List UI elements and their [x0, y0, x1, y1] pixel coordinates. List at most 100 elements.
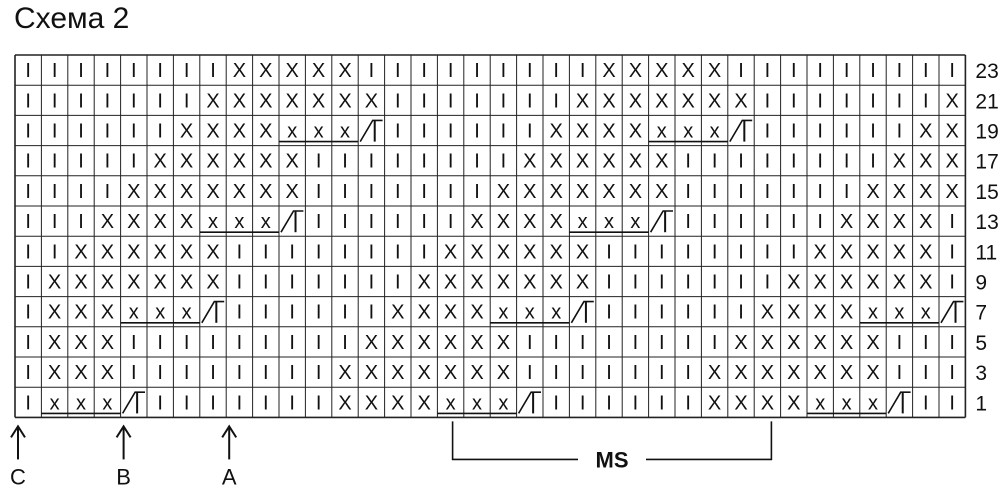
knit-stitch: X	[919, 151, 932, 173]
knit-stitch: X	[127, 272, 140, 294]
row-number: 17	[975, 151, 998, 174]
knit-stitch: X	[893, 211, 906, 233]
purl-stitch: I	[237, 272, 243, 294]
arrow-head-icon	[221, 424, 238, 438]
purl-stitch: I	[395, 60, 401, 82]
purl-stitch: I	[791, 151, 797, 173]
purl-stitch: I	[131, 121, 137, 143]
purl-stitch: I	[289, 241, 295, 263]
knit-stitch: X	[259, 60, 272, 82]
purl-stitch: I	[501, 121, 507, 143]
purl-stitch: I	[474, 151, 480, 173]
knit-stitch: X	[602, 151, 615, 173]
knit-stitch: X	[259, 121, 272, 143]
purl-stitch: I	[685, 392, 691, 414]
chart-grid	[14, 54, 967, 419]
purl-stitch: I	[765, 211, 771, 233]
purl-stitch: I	[501, 60, 507, 82]
knit-stitch: X	[497, 332, 510, 354]
purl-stitch: I	[210, 332, 216, 354]
purl-stitch: I	[633, 241, 639, 263]
knit-stitch: X	[444, 362, 457, 384]
purl-stitch: I	[369, 272, 375, 294]
purl-stitch: I	[25, 121, 31, 143]
knit-stitch: X	[576, 272, 589, 294]
cross-slant-line	[570, 300, 594, 324]
knit-stitch: X	[365, 332, 378, 354]
purl-stitch: I	[738, 181, 744, 203]
knit-stitch: X	[206, 90, 219, 112]
knit-stitch: X	[233, 60, 246, 82]
purl-stitch: I	[474, 121, 480, 143]
marker-label: B	[116, 464, 131, 489]
knit-stitch: X	[180, 241, 193, 263]
knit-stitch: X	[497, 211, 510, 233]
knit-stitch: X	[602, 121, 615, 143]
purl-stitch: I	[685, 332, 691, 354]
knit-stitch: X	[338, 392, 351, 414]
knit-stitch: X	[206, 272, 219, 294]
knit-stitch: X	[866, 332, 879, 354]
purl-stitch: I	[791, 241, 797, 263]
arrow-head-icon	[115, 424, 132, 438]
purl-stitch: I	[448, 121, 454, 143]
knit-stitch: X	[101, 241, 114, 263]
knit-stitch: X	[259, 90, 272, 112]
knit-stitch: X	[523, 181, 536, 203]
purl-stitch: I	[949, 392, 955, 414]
purl-stitch: I	[184, 332, 190, 354]
purl-stitch: I	[527, 332, 533, 354]
knit-stitch: X	[550, 211, 563, 233]
purl-stitch: I	[659, 302, 665, 324]
purl-stitch: I	[685, 362, 691, 384]
purl-stitch: I	[184, 60, 190, 82]
purl-stitch: I	[712, 181, 718, 203]
knit-stitch: X	[391, 302, 404, 324]
purl-stitch: I	[316, 211, 322, 233]
purl-stitch: I	[184, 362, 190, 384]
purl-stitch: I	[738, 151, 744, 173]
purl-stitch: I	[316, 362, 322, 384]
knit-stitch: X	[787, 332, 800, 354]
purl-stitch: I	[817, 121, 823, 143]
purl-stitch: I	[448, 151, 454, 173]
knit-stitch: X	[708, 392, 721, 414]
purl-stitch: I	[791, 60, 797, 82]
cross-stitch: x	[683, 121, 693, 143]
knit-stitch: X	[74, 241, 87, 263]
purl-stitch: I	[184, 90, 190, 112]
purl-stitch: I	[131, 60, 137, 82]
knit-stitch: X	[734, 392, 747, 414]
knit-stitch: X	[576, 181, 589, 203]
purl-stitch: I	[316, 332, 322, 354]
cross-stitch: x	[525, 302, 535, 324]
knit-stitch: X	[180, 151, 193, 173]
purl-stitch: I	[237, 241, 243, 263]
knit-stitch: X	[127, 211, 140, 233]
cross-stitch: x	[868, 392, 878, 414]
purl-stitch: I	[553, 60, 559, 82]
purl-stitch: I	[25, 362, 31, 384]
purl-stitch: I	[316, 302, 322, 324]
purl-stitch: I	[870, 60, 876, 82]
knit-stitch: X	[893, 241, 906, 263]
cross-stitch: x	[604, 211, 614, 233]
cross-stitch: x	[261, 211, 271, 233]
knit-stitch: X	[840, 211, 853, 233]
knit-stitch: X	[550, 272, 563, 294]
purl-stitch: I	[25, 332, 31, 354]
purl-stitch: I	[316, 181, 322, 203]
knit-stitch: X	[840, 332, 853, 354]
marker-label: C	[10, 464, 26, 489]
cross-slant-line	[201, 300, 225, 324]
knit-stitch: X	[259, 181, 272, 203]
purl-stitch: I	[870, 121, 876, 143]
knit-stitch: X	[602, 90, 615, 112]
knit-stitch: X	[629, 90, 642, 112]
purl-stitch: I	[105, 181, 111, 203]
purl-stitch: I	[580, 362, 586, 384]
knit-stitch: X	[682, 60, 695, 82]
purl-stitch: I	[52, 211, 58, 233]
